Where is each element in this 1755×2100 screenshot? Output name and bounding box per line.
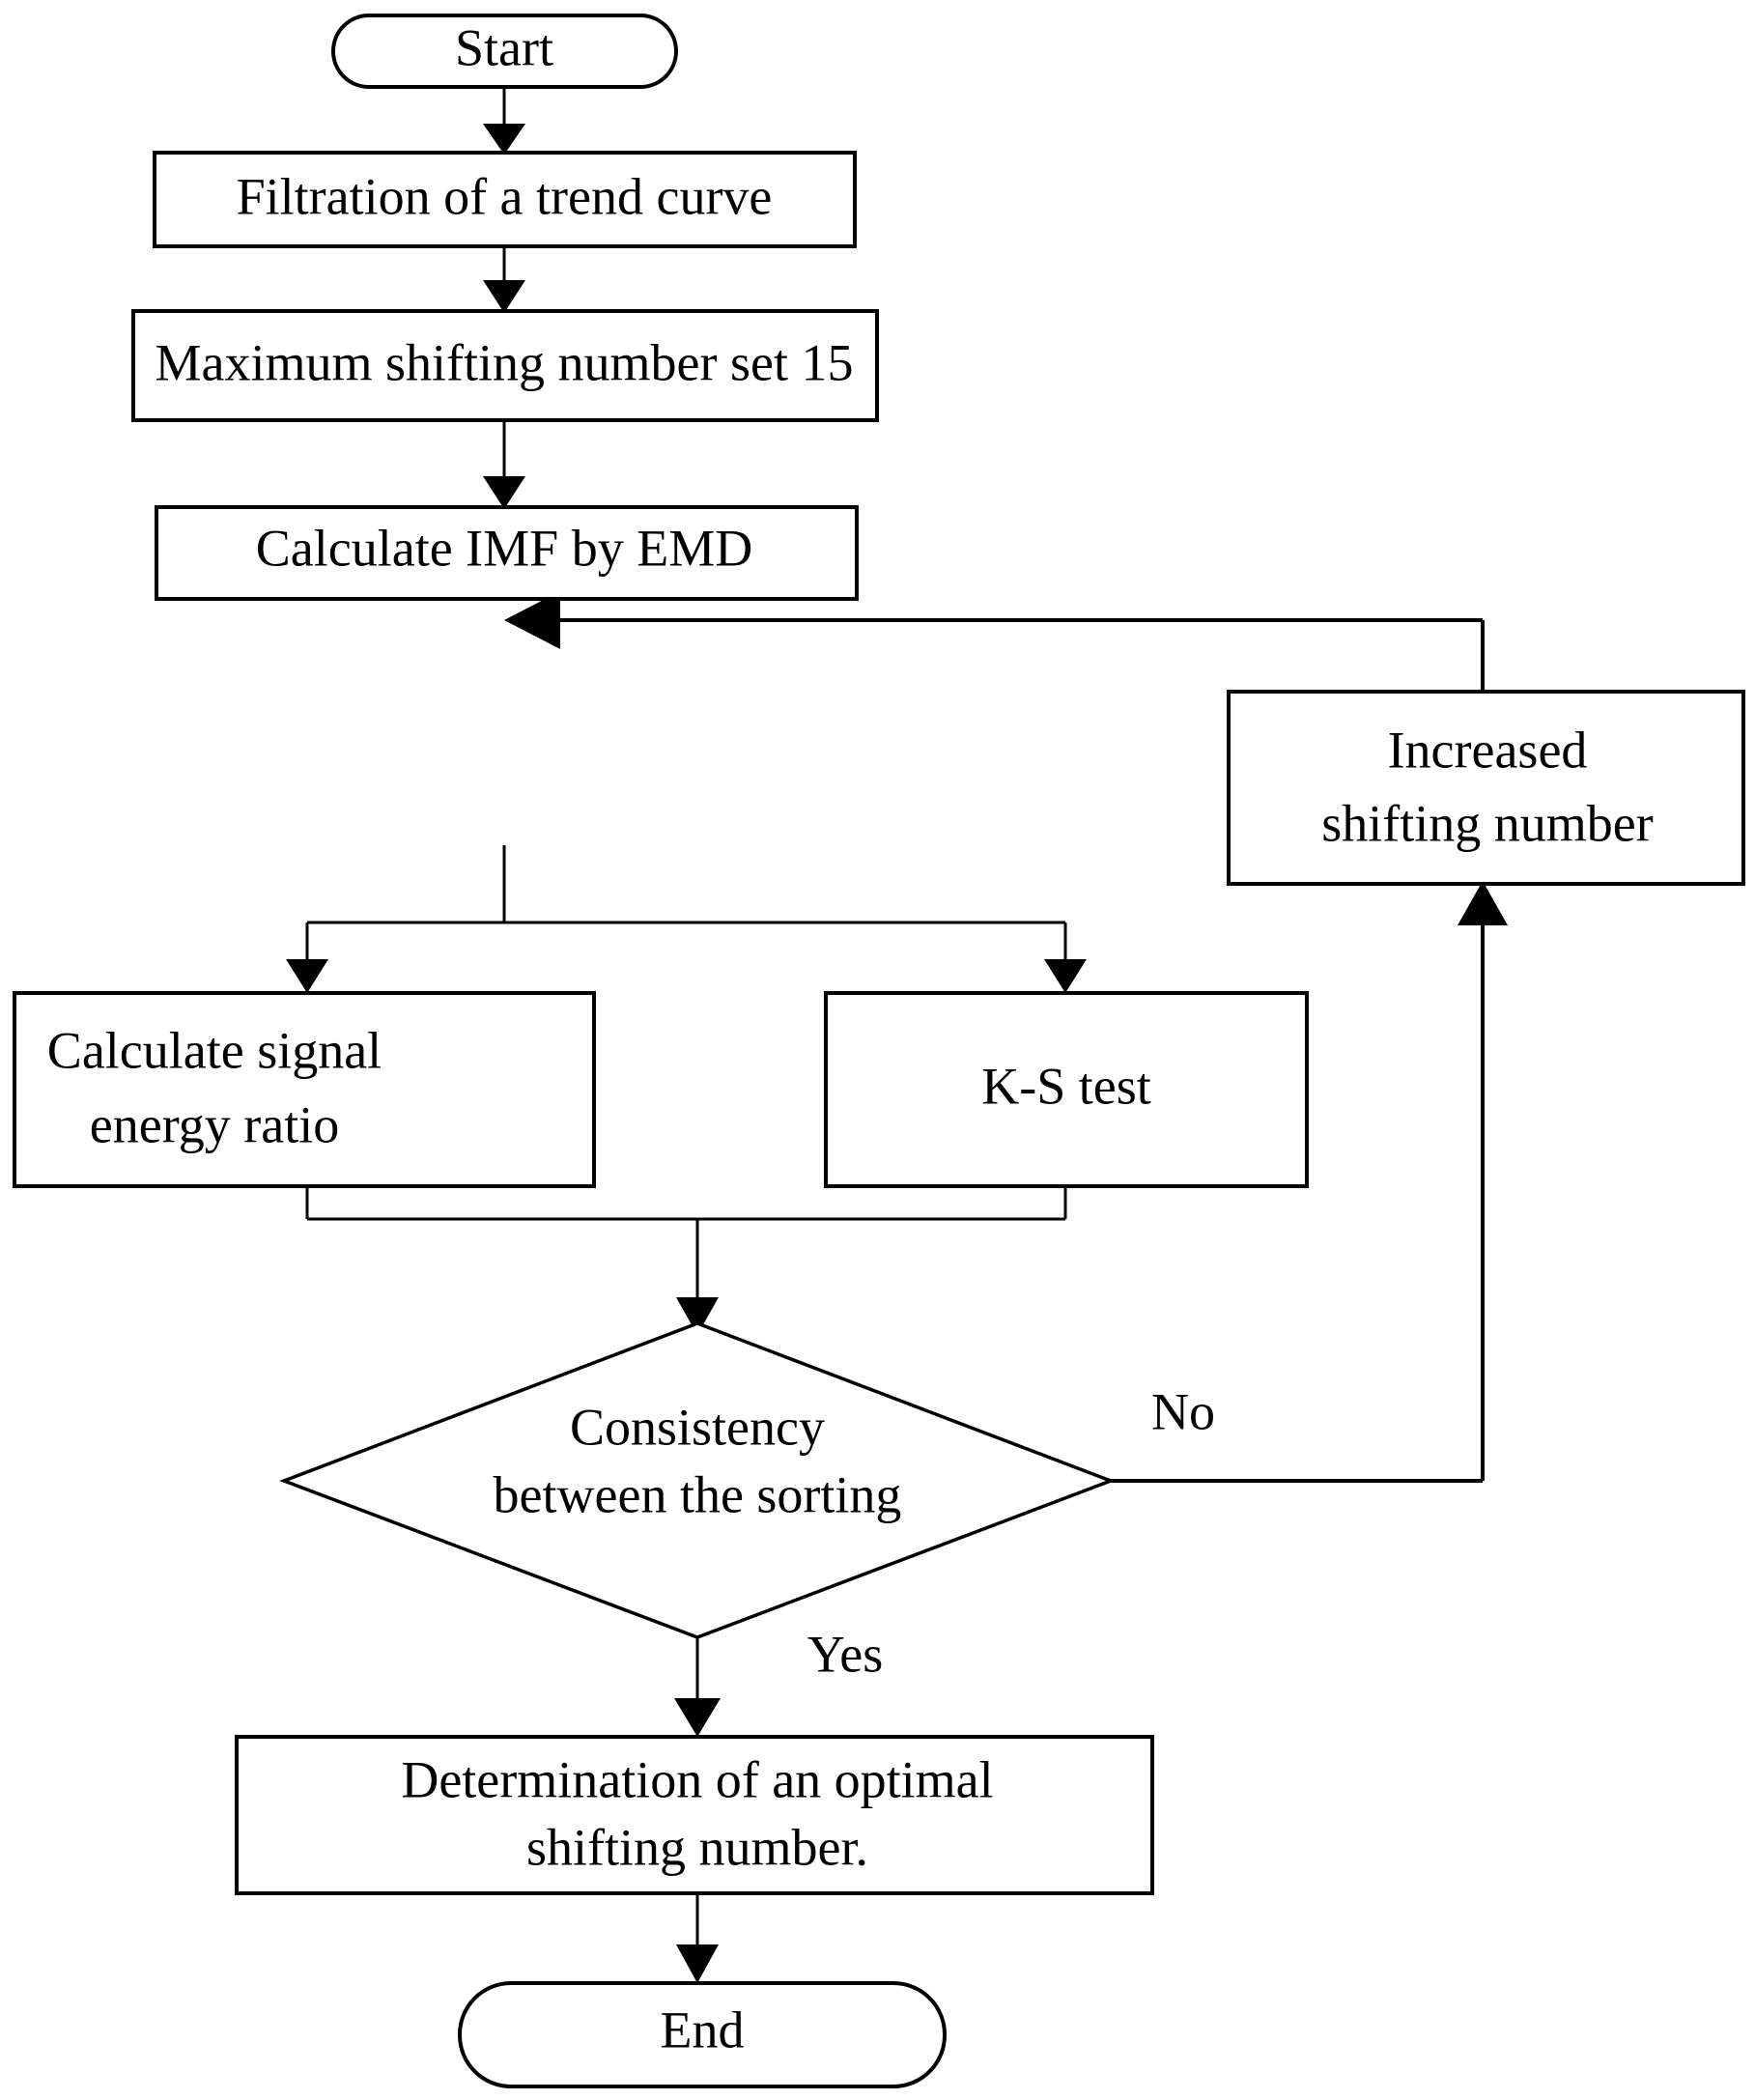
node-calculate-imf[interactable]: Calculate IMF by EMD [155, 505, 859, 601]
node-decision-consistency-label-line1: Consistency [570, 1398, 825, 1456]
edge-filtration-to-maxshift [483, 246, 525, 313]
edge-calcimf-split [286, 845, 1087, 993]
node-calculate-signal-energy-ratio[interactable]: Calculate signal energy ratio [13, 991, 596, 1188]
node-calculate-signal-energy-ratio-label-line2: energy ratio [90, 1095, 339, 1153]
edge-label-no: No [1151, 1382, 1215, 1440]
node-max-shifting-number-label: Maximum shifting number set 15 [156, 333, 854, 391]
edge-determination-to-end [676, 1893, 719, 1983]
node-calculate-imf-label: Calculate IMF by EMD [256, 519, 752, 577]
node-end-label: End [661, 2001, 745, 2058]
node-calculate-signal-energy-ratio-label-line1: Calculate signal [47, 1021, 382, 1079]
node-start-label: Start [455, 18, 553, 76]
node-increased-shifting-number-label-line1: Increased [1388, 721, 1588, 779]
node-decision-consistency[interactable]: Consistency between the sorting [279, 1321, 1116, 1639]
edge-maxshift-to-calcimf [483, 420, 525, 509]
edge-decision-yes [674, 1637, 721, 1737]
edge-label-yes: Yes [807, 1625, 884, 1683]
node-max-shifting-number[interactable]: Maximum shifting number set 15 [131, 309, 879, 422]
node-determination-optimal[interactable]: Determination of an optimal shifting num… [235, 1735, 1154, 1895]
edge-feedback-merge-arrow [504, 591, 1485, 692]
node-end[interactable]: End [458, 1981, 947, 2088]
node-filtration[interactable]: Filtration of a trend curve [153, 151, 857, 248]
node-start[interactable]: Start [331, 14, 678, 89]
edge-parallel-merge-to-decision [305, 1186, 1067, 1335]
node-filtration-label: Filtration of a trend curve [237, 167, 773, 225]
node-ks-test[interactable]: K-S test [824, 991, 1309, 1188]
node-increased-shifting-number-label-line2: shifting number [1321, 794, 1653, 852]
edge-decision-no [1111, 881, 1508, 1483]
node-ks-test-label: K-S test [981, 1057, 1151, 1115]
edge-start-to-filtration [483, 85, 525, 155]
node-decision-consistency-label-line2: between the sorting [494, 1465, 902, 1523]
node-increased-shifting-number[interactable]: Increased shifting number [1227, 690, 1745, 886]
node-determination-optimal-label-line1: Determination of an optimal [401, 1750, 993, 1808]
node-determination-optimal-label-line2: shifting number. [526, 1818, 868, 1876]
